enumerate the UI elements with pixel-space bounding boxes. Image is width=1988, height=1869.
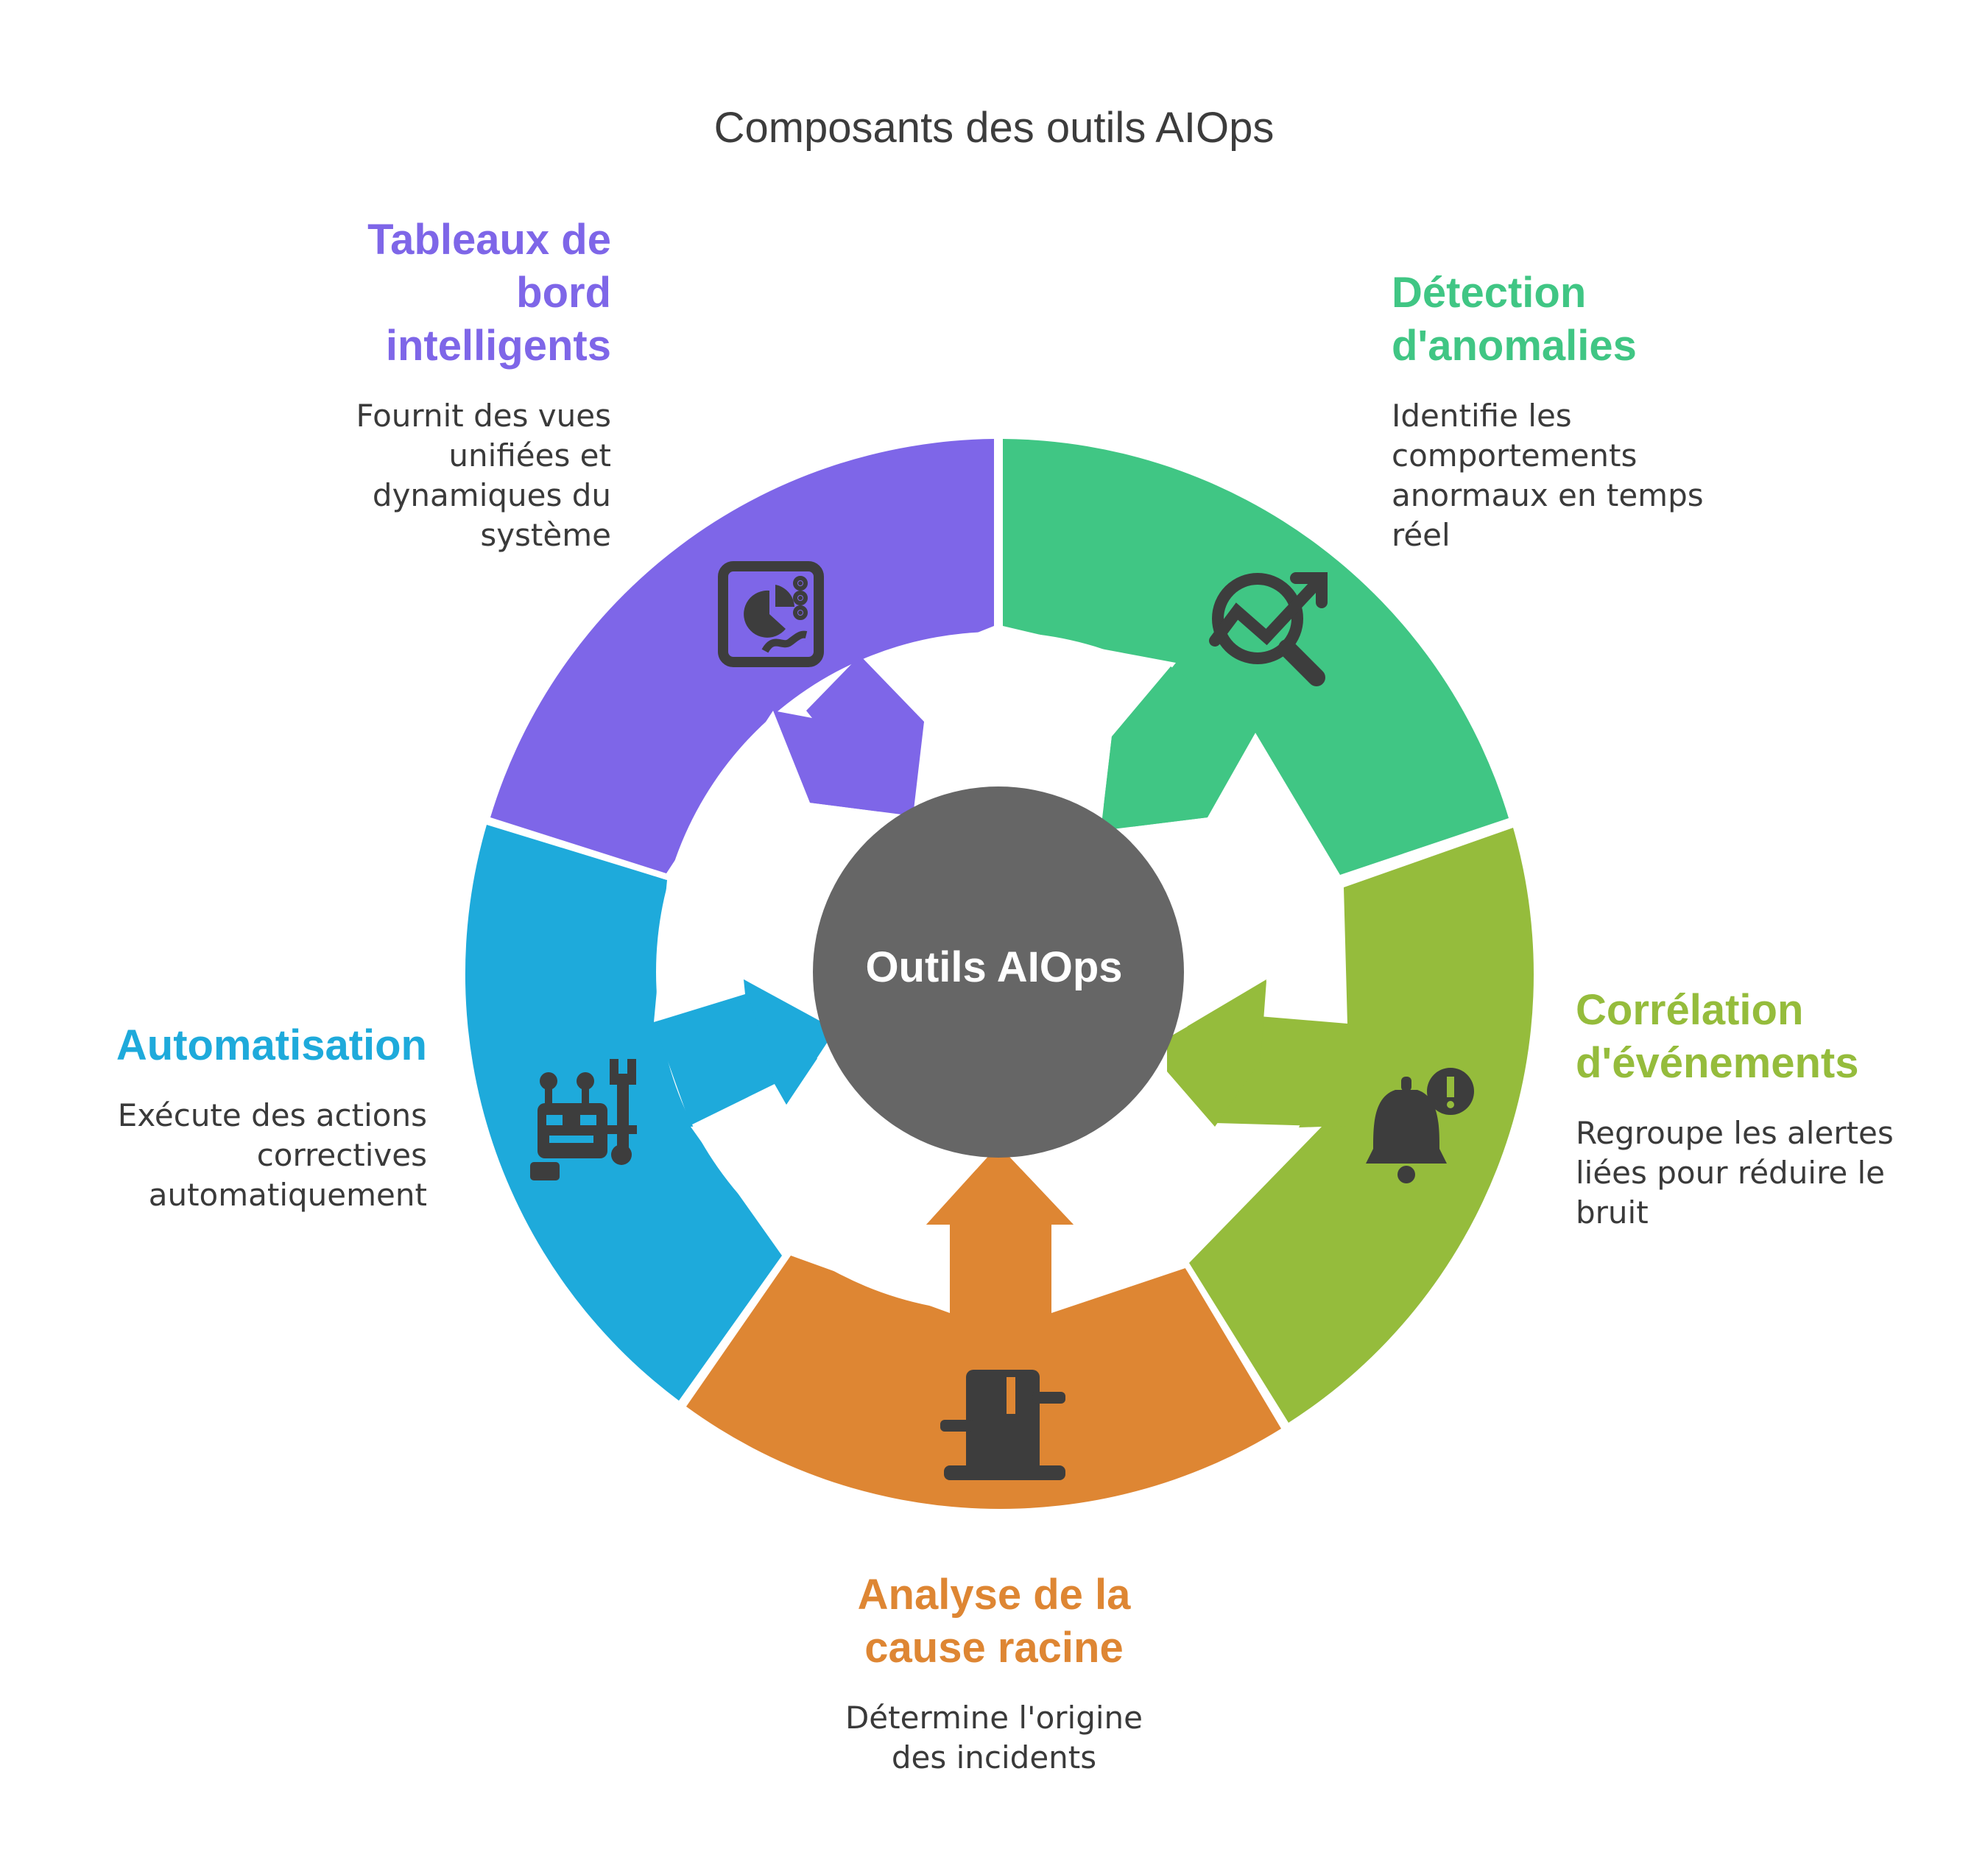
- heading-line: d'événements: [1576, 1039, 1859, 1087]
- desc-line: correctives: [256, 1137, 427, 1173]
- desc-line: dynamiques du: [372, 477, 611, 513]
- block-automation: Automatisation Exécute des actions corre…: [74, 1019, 427, 1215]
- trend-magnifier-icon: [1209, 572, 1328, 686]
- arrow-rootcause-head: [926, 1145, 1074, 1225]
- desc-line: bruit: [1576, 1194, 1649, 1231]
- desc-line: anormaux en temps: [1392, 477, 1704, 513]
- segment-dashboards: [490, 439, 994, 873]
- center-label: Outils AIOps: [865, 943, 1123, 991]
- desc-line: Regroupe les alertes: [1576, 1115, 1894, 1151]
- desc-line: automatiquement: [148, 1177, 427, 1213]
- heading-rootcause: Analyse de la cause racine: [773, 1569, 1215, 1675]
- desc-rootcause: Détermine l'origine des incidents: [773, 1698, 1215, 1778]
- segment-correlation: [1163, 828, 1534, 1423]
- arrow-correlation-head: [1167, 981, 1266, 1127]
- desc-line: liées pour réduire le: [1576, 1155, 1886, 1191]
- desc-correlation: Regroupe les alertes liées pour réduire …: [1576, 1113, 1973, 1233]
- segment-automation: [465, 825, 836, 1401]
- heading-line: Détection: [1392, 269, 1587, 317]
- heading-automation: Automatisation: [74, 1019, 427, 1072]
- block-dashboards: Tableaux de bord intelligents Fournit de…: [317, 214, 611, 555]
- desc-line: unifiées et: [448, 437, 611, 474]
- desc-line: comportements: [1392, 437, 1638, 474]
- robot-wrench-icon: [530, 1059, 637, 1180]
- heading-line: Automatisation: [116, 1021, 427, 1069]
- heading-correlation: Corrélation d'événements: [1576, 984, 1973, 1090]
- dashboard-chart-icon: [718, 561, 824, 667]
- desc-line: système: [480, 517, 611, 553]
- arrow-automation-head: [744, 979, 836, 1105]
- heading-line: d'anomalies: [1392, 322, 1637, 370]
- block-correlation: Corrélation d'événements Regroupe les al…: [1576, 984, 1973, 1233]
- heading-line: Analyse de la: [857, 1571, 1131, 1619]
- desc-anomaly: Identifie les comportements anormaux en …: [1392, 396, 1760, 555]
- segment-rootcause: [686, 1145, 1281, 1510]
- heading-dashboards: Tableaux de bord intelligents: [317, 214, 611, 373]
- arrow-dashboards-head: [773, 711, 924, 816]
- desc-line: des incidents: [891, 1739, 1097, 1775]
- desc-automation: Exécute des actions correctives automati…: [74, 1096, 427, 1215]
- diagram-title: Composants des outils AIOps: [713, 104, 1275, 152]
- center-hub: [813, 786, 1184, 1158]
- desc-line: Fournit des vues: [356, 398, 611, 434]
- heading-anomaly: Détection d'anomalies: [1392, 267, 1760, 373]
- segment-dividers: [487, 439, 1510, 1427]
- desc-dashboards: Fournit des vues unifiées et dynamiques …: [317, 396, 611, 555]
- heading-line: intelligents: [385, 322, 611, 370]
- desc-line: Exécute des actions: [117, 1097, 427, 1133]
- arrow-anomaly-head: [1101, 733, 1255, 831]
- block-anomaly: Détection d'anomalies Identifie les comp…: [1392, 267, 1760, 555]
- desc-line: Identifie les: [1392, 398, 1572, 434]
- heading-line: bord: [516, 269, 611, 317]
- desc-line: réel: [1392, 517, 1451, 553]
- alert-bell-icon: [1366, 1068, 1474, 1183]
- heading-line: cause racine: [864, 1624, 1124, 1672]
- desc-line: Détermine l'origine: [845, 1700, 1143, 1736]
- block-rootcause: Analyse de la cause racine Détermine l'o…: [773, 1569, 1215, 1778]
- heading-line: Tableaux de: [367, 216, 611, 264]
- heading-line: Corrélation: [1576, 986, 1804, 1034]
- tree-stump-icon: [940, 1370, 1065, 1480]
